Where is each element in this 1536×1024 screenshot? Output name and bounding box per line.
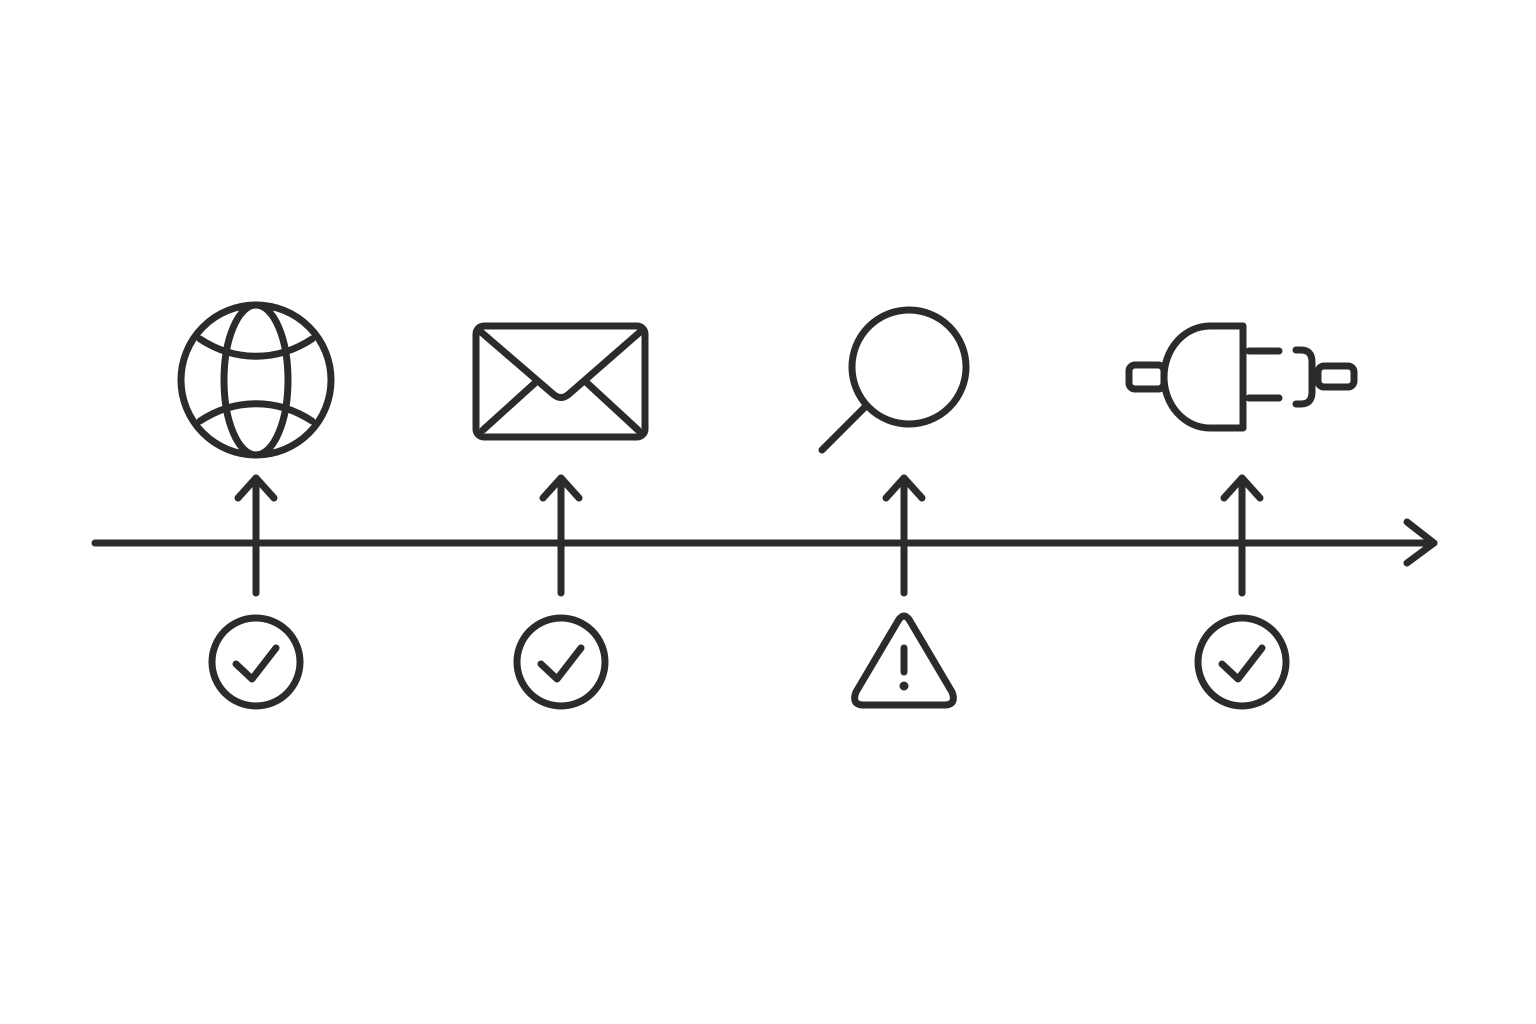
check-circle-icon [1198,618,1286,706]
connector-arrow [886,478,922,593]
magnifier-icon [822,310,966,450]
timeline-step-4 [1129,326,1354,706]
envelope-icon [476,326,645,437]
connector-arrow [238,478,274,593]
globe-icon [181,305,331,455]
connector-arrow [1224,478,1260,593]
timeline-axis [95,522,1434,563]
timeline-step-1 [181,305,331,706]
connector-arrow [543,478,579,593]
timeline-step-2 [476,326,645,706]
warning-triangle-icon [855,616,954,705]
check-circle-icon [517,618,605,706]
check-circle-icon [212,618,300,706]
plug-icon [1129,326,1354,428]
timeline-step-3 [822,310,966,705]
